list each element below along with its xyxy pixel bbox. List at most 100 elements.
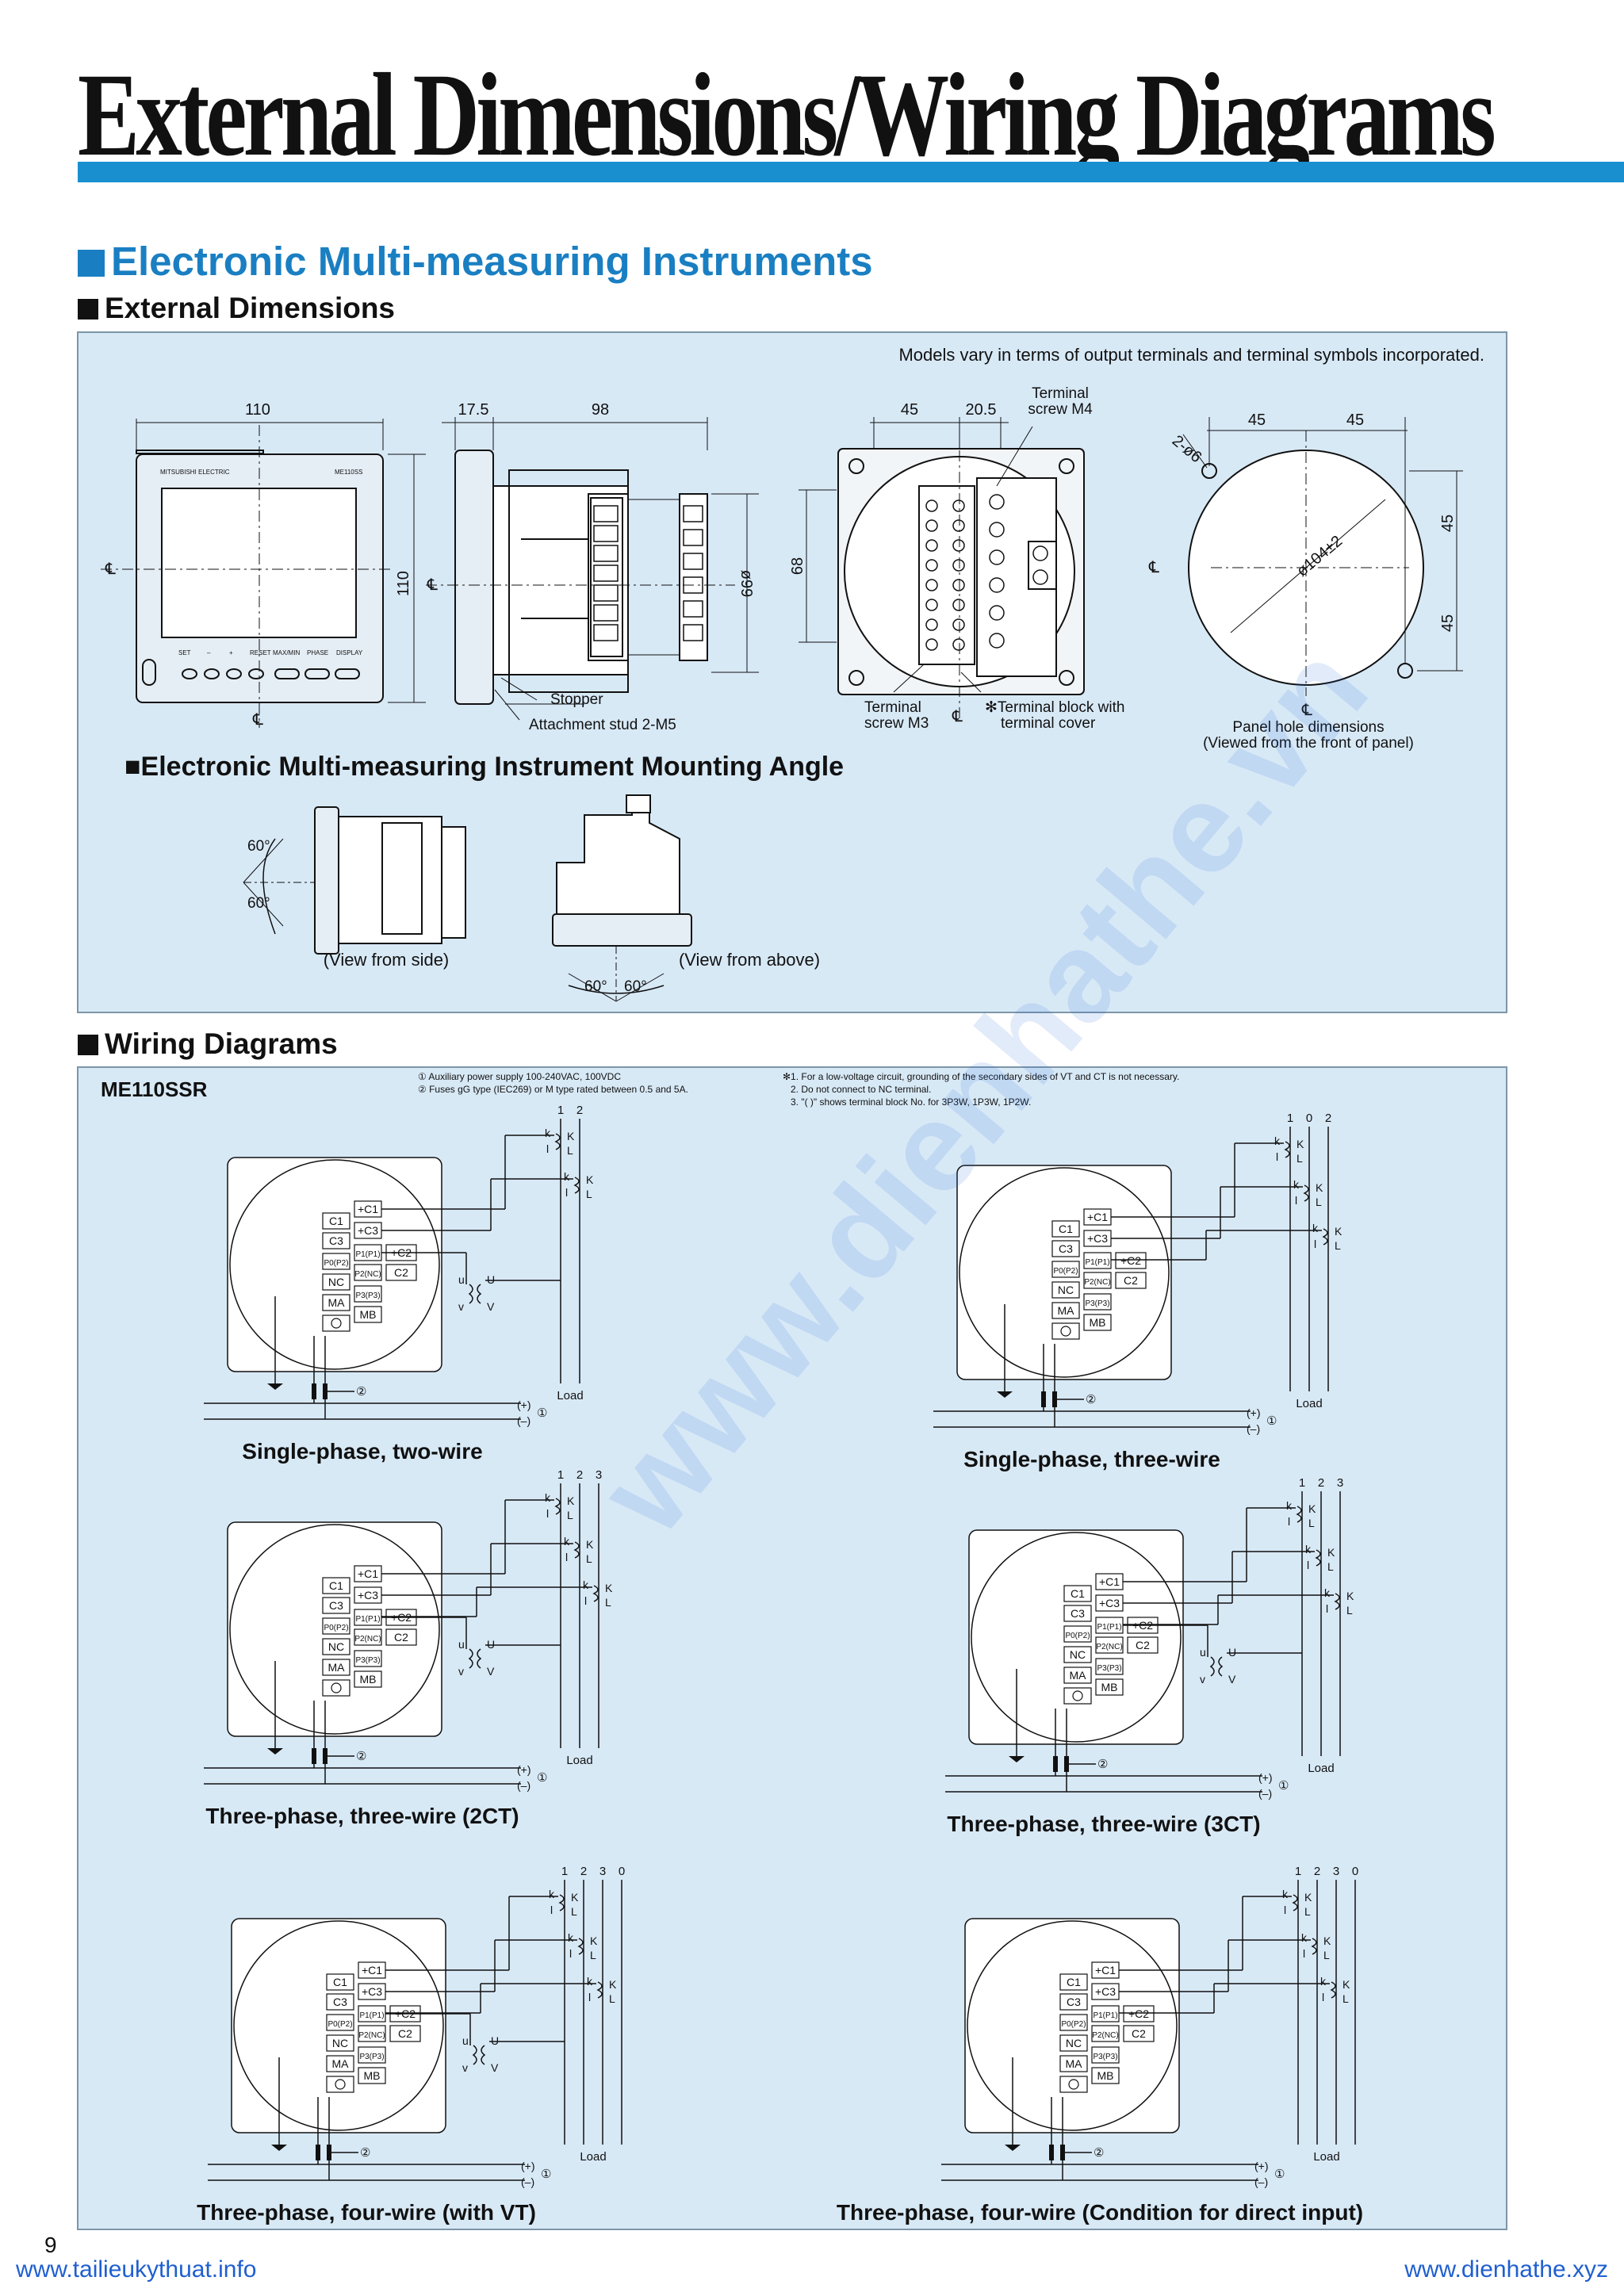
section-title: Electronic Multi-measuring Instruments [78,238,873,285]
wiring-diagram: C1+C1C3+C3P0(P2)P1(P1)+C2NCP2(NC)C2MAP3(… [204,1468,613,1828]
rear-terminal-screws [925,494,1048,651]
ct-l: l [588,1991,591,2003]
terminal-pc1: +C1 [1095,1964,1116,1976]
terminal-p0: P0(P2) [324,1624,348,1632]
ct-K: K [590,1934,598,1947]
vt-v: v [458,1665,464,1678]
terminal-c1: C1 [329,1579,343,1592]
terminal-c1 [322,1577,350,1594]
terminal-p3 [1095,1658,1124,1675]
footer-link-left[interactable]: www.tailieukythuat.info [16,2256,257,2283]
ct-l: l [1326,1602,1328,1615]
terminal-c3 [1051,1240,1080,1257]
terminal-mb [1083,1314,1112,1331]
rear-view [799,417,1085,720]
hole-dim-d: 45 [1439,614,1457,632]
angle-left-label: 60° [584,978,607,995]
vt-coil [468,1284,473,1304]
terminal-m4-label: Terminal [1032,385,1089,402]
terminal-p2 [358,2025,386,2042]
ct-K: K [586,1538,594,1551]
supply-marker: ① [1274,2168,1285,2181]
terminal-p3 [354,1285,382,1303]
line-number: 1 [557,1104,564,1117]
button-label: – [207,649,211,656]
ground-icon [1009,1756,1025,1762]
terminal-nc [322,1273,350,1291]
vt-U: U [1228,1646,1236,1659]
load-label: Load [580,2150,606,2164]
terminal-c2: C2 [394,1631,408,1644]
terminal-c1 [326,1973,354,1991]
stud-label: Attachment stud 2-M5 [529,717,676,733]
vt-U: U [491,2034,499,2047]
terminal-ma [322,1659,350,1676]
hole-dim-a: 45 [1248,411,1266,429]
mounting-angle-heading: ■Electronic Multi-measuring Instrument M… [124,752,844,782]
ground-icon [267,1748,283,1755]
line-number: 0 [1352,1865,1358,1878]
terminal-ma [322,1294,350,1311]
load-label: Load [1313,2150,1339,2164]
subsection-external-dimensions: External Dimensions [78,292,395,325]
ct-k: k [1312,1222,1319,1234]
terminal-p2: P2(NC) [358,2031,385,2040]
view-side-caption: (View from side) [324,950,450,970]
ct-K: K [1308,1502,1316,1515]
side-depth-a: 17.5 [458,401,489,419]
ct-coil [1296,1506,1302,1523]
vt-u: u [458,1638,465,1651]
terminal-p3 [1083,1293,1112,1311]
terminal-p1: P1(P1) [1093,2011,1117,2020]
model-label: ME110SSR [101,1077,208,1101]
ct-k: k [564,1170,570,1183]
terminal-p3 [1091,2046,1120,2064]
line-number: 2 [576,1468,583,1482]
ground-icon [1072,1690,1083,1701]
ct-k: k [1293,1178,1300,1191]
vt-v: v [1200,1673,1205,1686]
terminal-mb [1091,2067,1120,2084]
panel-hole-view [1182,417,1463,696]
terminal-ma: MA [328,1296,346,1309]
terminal-p1: P1(P1) [1097,1623,1121,1632]
ct-coil [554,1133,561,1150]
supply-marker: ① [1266,1414,1277,1428]
terminal-p3: P3(P3) [355,1292,380,1300]
supply-plus: (+) [1258,1771,1273,1784]
ct-K: K [571,1891,579,1904]
footer-link-right[interactable]: www.dienhathe.xyz [1404,2256,1608,2283]
ct-k: k [1274,1135,1281,1147]
ground-icon [331,1318,342,1329]
terminal-ground [322,1314,350,1332]
button-label: MAX/MIN [273,649,300,656]
centerline-mark: ℄ [252,711,263,729]
terminal-c2: C2 [1132,2027,1146,2040]
load-label: Load [1296,1397,1322,1410]
front-brand: MITSUBISHI ELECTRIC [160,469,230,476]
terminal-pc3: +C3 [1095,1985,1116,1998]
ct-L: L [1308,1517,1315,1529]
ct-coil [554,1498,561,1515]
ct-l: l [1288,1515,1290,1528]
ct-l: l [1303,1947,1305,1960]
ct-coil [1311,1938,1317,1955]
ct-K: K [567,1494,575,1507]
vt-coil [468,1648,473,1669]
terminal-p0: P0(P2) [1061,2020,1086,2029]
wiring-drawing: ME110SSR ① Auxiliary power supply 100-24… [101,1071,1363,2225]
hole-caption: Panel hole dimensions [1232,719,1384,736]
terminal-nc [326,2034,354,2052]
terminal-mb [1095,1678,1124,1696]
ct-L: L [1297,1152,1303,1165]
terminal-p3: P3(P3) [355,1656,380,1665]
terminal-c3 [1063,1605,1092,1622]
ct-coil [1334,1593,1340,1610]
terminal-ma: MA [1058,1304,1075,1317]
terminal-p3: P3(P3) [359,2053,384,2061]
supply-marker: ① [1278,1779,1289,1793]
ct-L: L [605,1596,611,1609]
ct-K: K [1346,1590,1354,1602]
terminal-c3 [322,1232,350,1249]
ground-icon [267,1383,283,1390]
